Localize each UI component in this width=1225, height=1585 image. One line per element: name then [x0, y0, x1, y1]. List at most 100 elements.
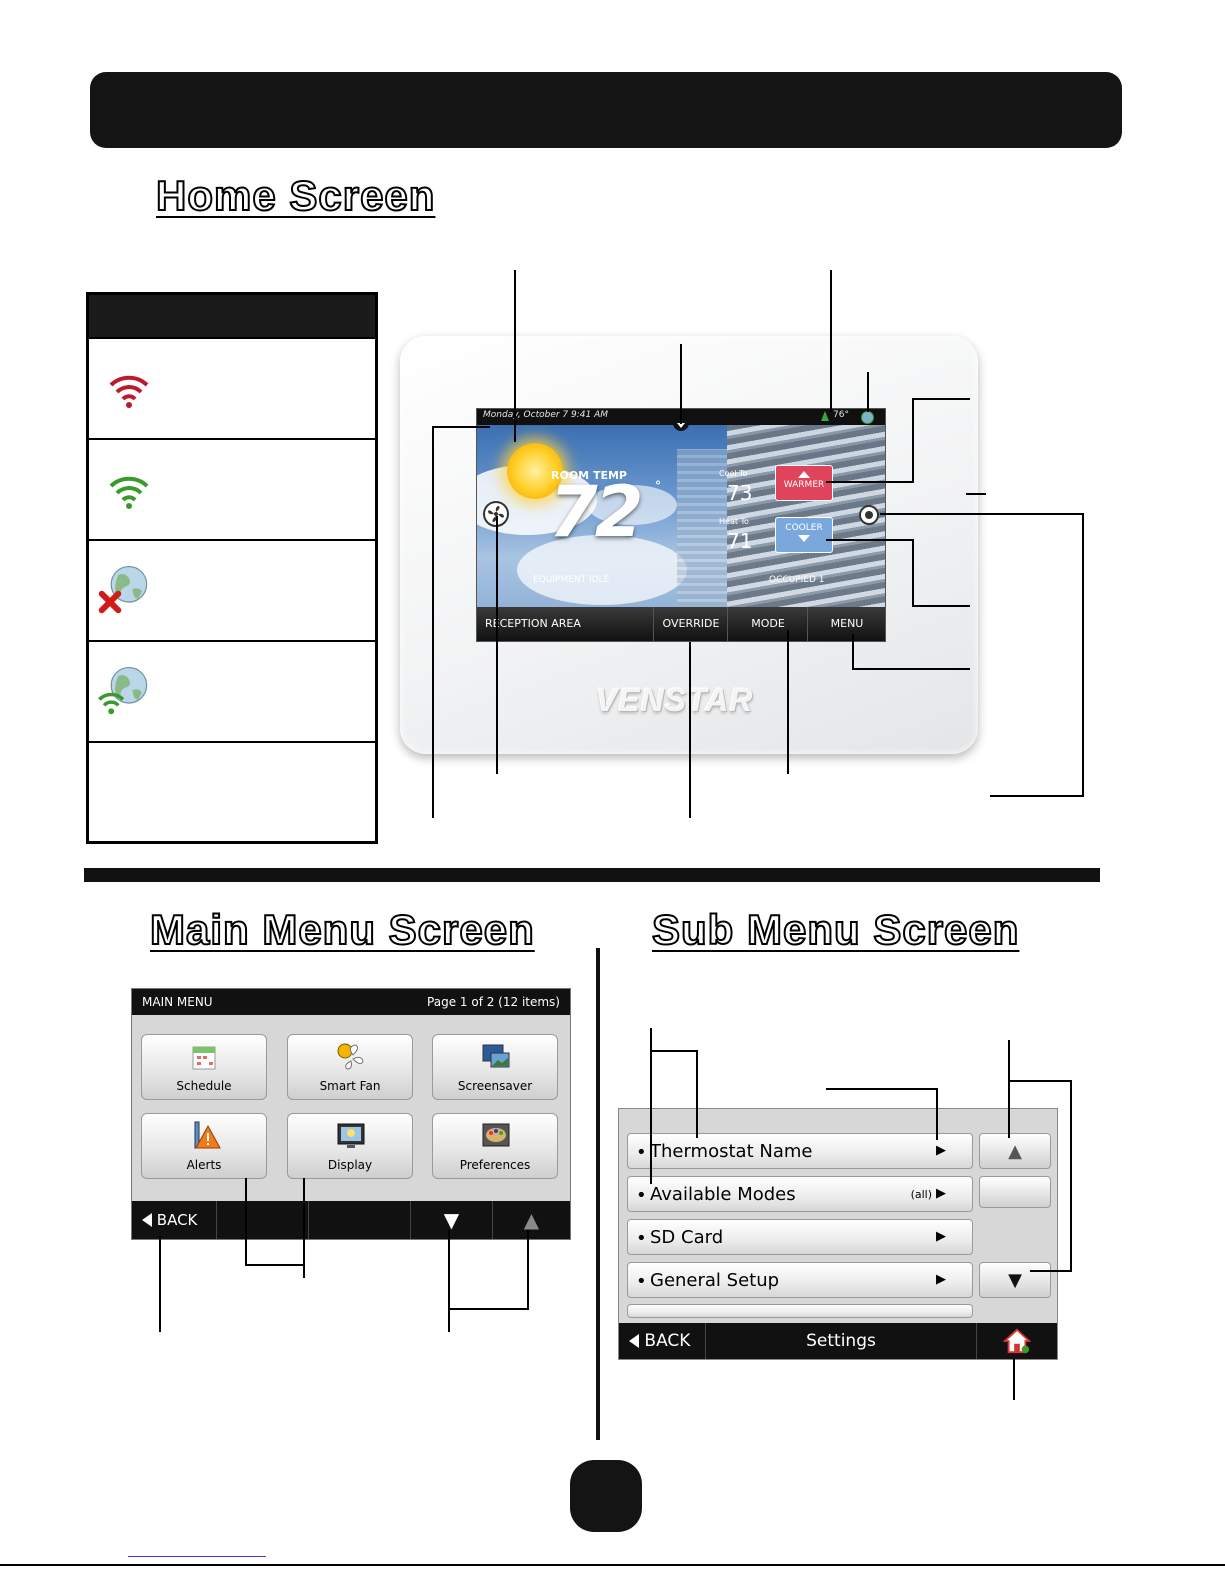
mode-button[interactable]: MODE	[727, 607, 808, 641]
room-temp-value: 72	[549, 471, 643, 553]
menu-item-partial[interactable]	[627, 1304, 973, 1318]
schedule-tile[interactable]: Schedule	[141, 1034, 267, 1100]
tile-label: Display	[327, 1158, 373, 1172]
callout-line-display	[303, 1178, 305, 1278]
calendar-icon	[192, 1046, 216, 1070]
cooler-button[interactable]: COOLER	[775, 517, 833, 553]
fan-icon[interactable]	[483, 501, 509, 527]
callout-line-network	[867, 372, 869, 412]
callout-line-gear-h	[880, 513, 1084, 515]
sub-menu-title: Settings	[705, 1323, 977, 1359]
back-arrow-icon	[629, 1334, 639, 1348]
back-button[interactable]: BACK	[619, 1323, 705, 1359]
cool-setpoint: 73	[727, 481, 753, 505]
legend-row-wifi-red	[89, 337, 375, 438]
heat-setpoint: 71	[727, 529, 753, 553]
globe-wifi-connected-icon	[98, 666, 148, 715]
alert-icon	[194, 1121, 221, 1149]
gear-icon[interactable]	[859, 505, 879, 525]
smart-fan-tile[interactable]: Smart Fan	[287, 1034, 413, 1100]
callout-line-tiles-h	[245, 1264, 305, 1266]
legend-row-globe-disconnected	[89, 539, 375, 640]
bullet: •	[636, 1271, 647, 1292]
display-tile[interactable]: Display	[287, 1113, 413, 1179]
tile-label: Preferences	[459, 1158, 531, 1172]
legend-row-wifi-green	[89, 438, 375, 539]
screensaver-tile[interactable]: Screensaver	[432, 1034, 558, 1100]
location-name[interactable]: RECEPTION AREA	[485, 617, 581, 630]
page-number-badge	[570, 1460, 642, 1532]
menu-item-general-setup[interactable]: • General Setup ▶	[627, 1262, 973, 1298]
callout-line-override	[689, 642, 691, 818]
callout-line-scroll-h	[1008, 1080, 1072, 1082]
callout-line-cooler-v	[912, 539, 914, 607]
warmer-button[interactable]: WARMER	[775, 465, 833, 501]
scroll-down-button[interactable]: ▼	[979, 1262, 1051, 1298]
callout-line-mode	[787, 630, 789, 774]
display-icon	[337, 1123, 365, 1148]
up-arrow-icon	[798, 471, 810, 478]
callout-line-menu-v	[852, 634, 854, 670]
home-button[interactable]	[977, 1323, 1057, 1359]
callout-line-alerts	[245, 1178, 247, 1266]
equipment-status: EQUIPMENT IDLE	[533, 575, 610, 585]
bottom-bar-spacer-2	[308, 1201, 410, 1239]
callout-line-items-h	[650, 1050, 698, 1052]
pulldown-tab[interactable]	[673, 421, 689, 431]
alerts-tile[interactable]: Alerts	[141, 1113, 267, 1179]
callout-line-down	[448, 1230, 450, 1332]
menu-item-label: SD Card	[650, 1227, 724, 1248]
bottom-bar-spacer-1	[216, 1201, 308, 1239]
page-down-button[interactable]: ▼	[410, 1201, 492, 1239]
menu-item-available-modes[interactable]: • Available Modes (all) ▶	[627, 1176, 973, 1212]
callout-line-up	[527, 1230, 529, 1310]
cool-to-label: Cool To	[719, 469, 748, 478]
occupancy-status: OCCUPIED 1	[769, 575, 825, 585]
callout-line-date	[432, 426, 434, 818]
network-status-icon[interactable]	[861, 411, 874, 424]
legend-row-globe-connected	[89, 640, 375, 741]
outdoor-temp: 76°	[833, 410, 849, 420]
palette-icon	[482, 1123, 510, 1147]
chevron-right-icon: ▶	[936, 1229, 946, 1244]
home-bottom-bar: RECEPTION AREA OVERRIDE MODE MENU	[477, 607, 885, 641]
main-menu-title-bar: MAIN MENU Page 1 of 2 (12 items)	[132, 989, 570, 1015]
legend-header	[89, 295, 375, 337]
sub-menu-heading: Sub Menu Screen	[651, 905, 1020, 954]
degree-symbol: °	[655, 479, 661, 493]
menu-item-label: Available Modes	[650, 1184, 796, 1205]
scroll-indicator	[979, 1176, 1051, 1208]
callout-line-warmer-v	[912, 398, 914, 482]
callout-line-arrow-h	[826, 1088, 938, 1090]
scroll-up-button[interactable]: ▲	[979, 1133, 1051, 1169]
callout-line-item-name	[696, 1050, 698, 1138]
bullet: •	[636, 1185, 647, 1206]
menu-item-label: Thermostat Name	[650, 1141, 813, 1162]
menu-item-sd-card[interactable]: • SD Card ▶	[627, 1219, 973, 1255]
heat-to-label: Heat To	[719, 517, 749, 526]
menu-item-thermostat-name[interactable]: • Thermostat Name ▶	[627, 1133, 973, 1169]
callout-line-cooler-h2	[912, 605, 970, 607]
page-indicator: Page 1 of 2 (12 items)	[427, 995, 560, 1009]
down-arrow-icon	[798, 535, 810, 542]
callout-line-warmer-h	[912, 398, 970, 400]
footer-rule	[0, 1564, 1225, 1566]
callout-line-warmer-h2	[826, 481, 914, 483]
callout-line-cooler-h	[826, 539, 914, 541]
date-time: Monday, October 7 9:41 AM	[483, 410, 609, 420]
sub-menu-bottom-bar: BACK Settings	[619, 1323, 1057, 1359]
home-screen-heading: Home Screen	[155, 171, 436, 220]
sub-menu-screen: • Thermostat Name ▶ • Available Modes (a…	[618, 1108, 1058, 1360]
menu-button[interactable]: MENU	[807, 607, 885, 641]
back-button[interactable]: BACK	[132, 1201, 216, 1239]
back-label: BACK	[156, 1211, 198, 1229]
preferences-tile[interactable]: Preferences	[432, 1113, 558, 1179]
callout-line-arrow-v	[936, 1088, 938, 1140]
callout-line-gear-h2	[990, 795, 1084, 797]
sun-icon	[507, 443, 563, 499]
override-button[interactable]: OVERRIDE	[653, 607, 728, 641]
header-bar	[90, 72, 1122, 148]
cooler-label: COOLER	[785, 523, 823, 533]
fan-icon	[337, 1043, 364, 1070]
page-up-button[interactable]: ▲	[492, 1201, 570, 1239]
